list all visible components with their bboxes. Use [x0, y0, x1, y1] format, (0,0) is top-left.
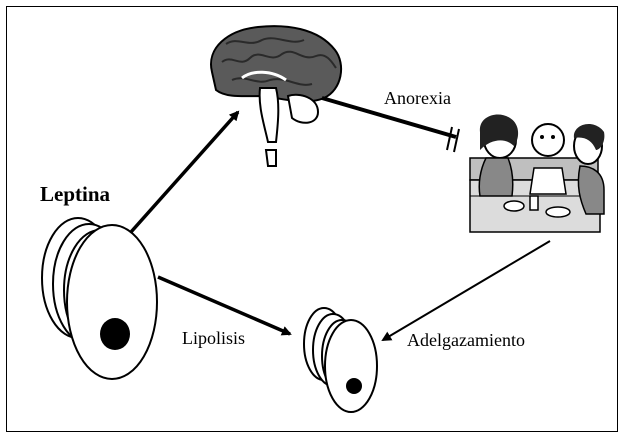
- brain-icon: [211, 26, 341, 166]
- label-adelgazamiento: Adelgazamiento: [407, 331, 525, 349]
- arrow-leptina-to-fat-cells: [158, 277, 290, 334]
- arrow-leptina-to-brain: [131, 112, 238, 232]
- family-eating-icon: [470, 114, 604, 232]
- label-lipolisis: Lipolisis: [182, 329, 245, 347]
- label-anorexia: Anorexia: [384, 89, 451, 107]
- arrow-eating-to-fat-cells: [383, 241, 550, 340]
- small-fat-cell-stack-icon: [304, 308, 377, 412]
- fat-cell-stack-icon: [42, 218, 157, 379]
- label-leptina: Leptina: [40, 184, 110, 205]
